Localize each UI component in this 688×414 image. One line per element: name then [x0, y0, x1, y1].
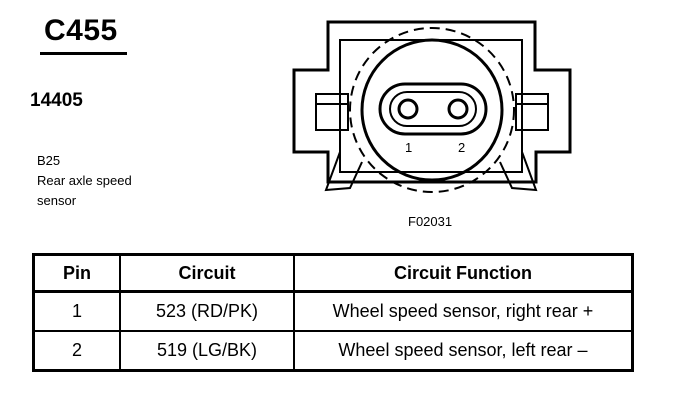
table-header-row: Pin Circuit Circuit Function [32, 253, 634, 293]
connector-id: C455 [44, 14, 118, 47]
pin-2 [447, 98, 469, 120]
cell-function: Wheel speed sensor, right rear + [293, 290, 634, 332]
connector-face-diagram: 1 2 [292, 20, 572, 193]
pin-table: Pin Circuit Circuit Function 1 523 (RD/P… [32, 253, 634, 372]
header-circuit-function: Circuit Function [293, 253, 634, 293]
figure-id: F02031 [408, 214, 453, 229]
table-row: 2 519 (LG/BK) Wheel speed sensor, left r… [32, 330, 634, 372]
right-foot [499, 151, 538, 192]
description-line-1: Rear axle speed [37, 173, 132, 188]
connector-housing [292, 20, 572, 184]
connector-dashed-outline [349, 27, 515, 193]
connector-id-underline [40, 52, 127, 55]
pin-label-1: 1 [405, 140, 412, 155]
header-pin: Pin [32, 253, 121, 293]
cell-circuit: 523 (RD/PK) [119, 290, 295, 332]
cell-function: Wheel speed sensor, left rear – [293, 330, 634, 372]
connector-description: B25 Rear axle speed sensor [37, 151, 132, 211]
pin-1 [397, 98, 419, 120]
left-latch-tab [315, 93, 349, 131]
location-code: B25 [37, 153, 61, 168]
cell-circuit: 519 (LG/BK) [119, 330, 295, 372]
header-circuit: Circuit [119, 253, 295, 293]
cell-pin: 2 [32, 330, 121, 372]
part-number: 14405 [30, 90, 83, 111]
cell-pin: 1 [32, 290, 121, 332]
connector-body [360, 38, 504, 182]
pin-label-2: 2 [458, 140, 465, 155]
pin-shroud [378, 82, 488, 136]
left-foot [324, 151, 363, 192]
table-row: 1 523 (RD/PK) Wheel speed sensor, right … [32, 290, 634, 332]
description-line-2: sensor [37, 193, 77, 208]
right-latch-tab [515, 93, 549, 131]
